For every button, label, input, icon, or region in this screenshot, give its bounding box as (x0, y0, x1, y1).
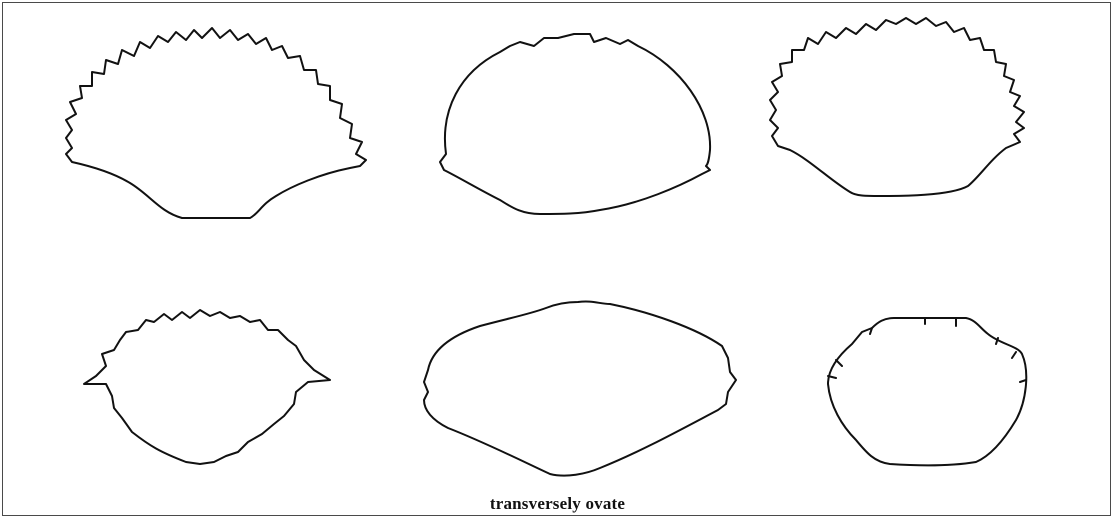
serrated-rounded-outline (770, 18, 1024, 196)
wavy-transverse-ovate-outline (424, 301, 736, 475)
serrated-fan-outline (66, 28, 366, 218)
smooth-rounded-outline (440, 34, 710, 214)
figure-caption: transversely ovate (0, 494, 1115, 514)
tick-marks (828, 318, 1026, 382)
spiny-ovate-outline (84, 310, 330, 464)
